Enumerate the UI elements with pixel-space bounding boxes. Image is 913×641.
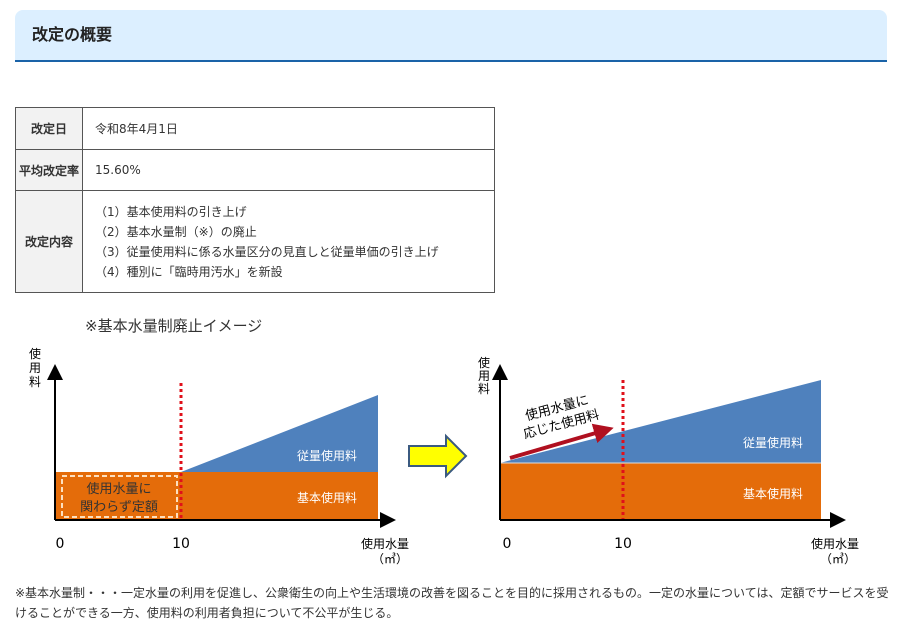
footnote: ※基本水量制・・・一定水量の利用を促進し、公衆衛生の向上や生活環境の改善を図るこ… <box>15 586 889 620</box>
left-chart: 使 用 料 従量使用料 基本使用料 使用水量に 関わらず定額 0 10 使用水量… <box>29 346 409 566</box>
tick-10: 10 <box>614 536 632 552</box>
row-value: （1）基本使用料の引き上げ （2）基本水量制（※）の廃止 （3）従量使用料に係る… <box>82 190 495 293</box>
x-label: 使用水量 <box>811 536 859 551</box>
list-item: （4）種別に「臨時用汚水」を新設 <box>95 264 283 279</box>
tick-0: 0 <box>503 536 512 552</box>
variable-fee-area <box>500 380 821 463</box>
base-fee-label: 基本使用料 <box>297 490 357 505</box>
row-label: 改定内容 <box>15 190 83 293</box>
y-label: 用 <box>478 369 490 383</box>
section-title: 改定の概要 <box>32 25 113 44</box>
base-fee-area <box>500 463 821 520</box>
y-label: 用 <box>29 361 41 375</box>
figure-title: ※基本水量制廃止イメージ <box>85 317 262 335</box>
fixed-fee-box <box>61 475 178 518</box>
y-label: 使 <box>29 346 41 361</box>
y-label: 料 <box>478 382 490 396</box>
list-item: （3）従量使用料に係る水量区分の見直しと従量単価の引き上げ <box>95 244 439 259</box>
row-label: 平均改定率 <box>15 149 83 191</box>
x-unit: （㎥） <box>820 552 856 566</box>
x-unit: （㎥） <box>372 552 408 566</box>
base-fee-area <box>55 472 378 520</box>
tick-0: 0 <box>56 536 65 552</box>
y-label: 料 <box>29 375 41 389</box>
usage-arrow-icon <box>509 423 614 460</box>
section-header: 改定の概要 <box>15 10 887 62</box>
table-row: 改定内容 （1）基本使用料の引き上げ （2）基本水量制（※）の廃止 （3）従量使… <box>15 190 495 293</box>
list-item: （2）基本水量制（※）の廃止 <box>95 224 257 239</box>
transition-arrow-icon <box>408 433 468 479</box>
fixed-note: 使用水量に <box>86 481 151 497</box>
right-chart: 使 用 料 使用水量に 応じた使用料 従量使用料 基本使用料 0 10 使用水量… <box>478 355 859 566</box>
variable-fee-label: 従量使用料 <box>743 435 803 450</box>
variable-fee-label: 従量使用料 <box>297 448 357 463</box>
row-value: 令和8年4月1日 <box>82 107 495 150</box>
basic-water-abolition-figure: ※基本水量制廃止イメージ 使 用 料 従量使用料 基本使用料 使用水量に 関わら… <box>29 317 859 566</box>
row-label: 改定日 <box>15 107 83 150</box>
row-value: 15.60% <box>82 149 495 191</box>
table-row: 改定日令和8年4月1日 <box>15 107 495 150</box>
x-label: 使用水量 <box>361 536 409 551</box>
base-fee-label: 基本使用料 <box>743 486 803 501</box>
tick-10: 10 <box>172 536 190 552</box>
variable-fee-area <box>181 395 378 472</box>
y-label: 使 <box>478 355 490 370</box>
list-item: （1）基本使用料の引き上げ <box>95 204 247 219</box>
fixed-note: 関わらず定額 <box>80 500 158 515</box>
